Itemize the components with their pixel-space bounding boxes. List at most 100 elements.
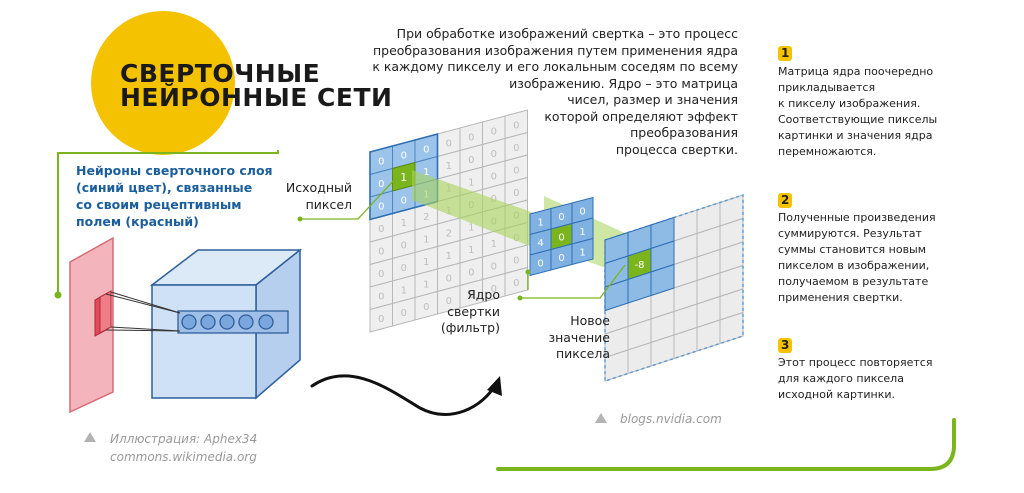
step-line: к пикселу изображения. <box>778 97 921 110</box>
step-line: перемножаются. <box>778 145 877 158</box>
source-grid-value: 1 <box>468 177 474 188</box>
source-grid-value: 0 <box>378 156 384 167</box>
source-grid-value: 2 <box>423 212 429 223</box>
source-grid-value: 0 <box>491 149 497 160</box>
step-number-badge: 1 <box>778 46 793 61</box>
kernel-label-line: Ядро <box>467 287 500 302</box>
kernel-value: 0 <box>558 212 564 223</box>
result-pixel-value: -8 <box>635 260 645 271</box>
source-grid-value: 0 <box>378 201 384 212</box>
source-grid-value: 0 <box>468 267 474 278</box>
new-value-label-line: пиксела <box>555 346 610 361</box>
intro-line: к каждому пикселу и его локальным соседя… <box>372 59 738 74</box>
source-grid-value: 0 <box>401 195 407 206</box>
kernel-cell <box>571 237 594 266</box>
source-grid-value: 0 <box>513 255 519 266</box>
source-grid-value: 0 <box>513 120 519 131</box>
source-grid-value: 0 <box>446 296 452 307</box>
source-grid-value: 1 <box>468 222 474 233</box>
result-grid-cell <box>719 311 744 345</box>
page-title-line-1: СВЕРТОЧНЫЕ <box>120 59 321 88</box>
step-line: получаемом в результате <box>778 275 929 288</box>
source-grid-value: 0 <box>378 246 384 257</box>
left-caption-line: Нейроны сверточного слоя <box>76 163 273 178</box>
source-grid-value: 1 <box>468 245 474 256</box>
intro-line: которой определяют эффект <box>544 108 738 124</box>
kernel-value: 0 <box>558 253 564 264</box>
neuron <box>200 314 216 330</box>
source-grid-value: 0 <box>378 314 384 325</box>
illustration-credit-source: commons.wikimedia.org <box>110 450 257 464</box>
illustration-credit: Иллюстрация: Aphex34 <box>110 432 258 446</box>
kernel-label-line: (фильтр) <box>440 320 500 335</box>
step-line: картинки и значения ядра <box>778 129 933 142</box>
neuron <box>238 314 254 330</box>
step-line: прикладывается <box>778 81 876 94</box>
left-caption-line: (синий цвет), связанные <box>76 180 253 195</box>
source-grid-value: 0 <box>401 263 407 274</box>
source-pixel-label-line: Исходный <box>285 180 352 195</box>
footer-rule <box>496 418 956 471</box>
intro-line: преобразования <box>630 125 738 140</box>
source-grid-value: 1 <box>423 257 429 268</box>
title-badge-circle <box>91 11 235 155</box>
neuron <box>258 314 274 330</box>
source-grid-value: 0 <box>446 273 452 284</box>
step-line: для каждого пиксела <box>778 372 904 385</box>
kernel-value: 4 <box>537 238 543 249</box>
curved-arrow-head <box>487 376 502 396</box>
source-grid-value: 1 <box>423 279 429 290</box>
kernel-value: 1 <box>537 218 543 229</box>
step-number-badge: 2 <box>778 193 793 208</box>
step-number-badge: 3 <box>778 338 793 353</box>
source-grid-value: 0 <box>491 171 497 182</box>
source-grid-value: 0 <box>468 290 474 301</box>
source-grid-value: 0 <box>491 126 497 137</box>
intro-line: преобразования изображения путем примене… <box>372 42 738 58</box>
neuron-volume-front <box>151 284 257 399</box>
kernel-value: 0 <box>579 207 585 218</box>
step-line: применения свертки. <box>778 291 903 304</box>
source-grid-value: 0 <box>423 144 429 155</box>
source-grid-value: 0 <box>378 179 384 190</box>
intro-line: При обработке изображений свертка – это … <box>396 26 738 41</box>
source-pixel-callout-dot <box>297 216 303 222</box>
caption-bracket-dot <box>54 291 62 299</box>
receptive-connections <box>105 291 181 332</box>
kernel-label-line: свертки <box>447 303 500 319</box>
kernel-value: 1 <box>579 227 585 238</box>
triangle-icon <box>595 413 607 423</box>
step-line: Соответствующие пикселы <box>778 113 938 126</box>
source-grid-value: 0 <box>401 308 407 319</box>
source-grid-value: 1 <box>446 251 452 262</box>
source-grid-value: 0 <box>513 165 519 176</box>
caption-bracket <box>57 150 279 295</box>
source-grid-value: 0 <box>446 138 452 149</box>
source-grid-value: 1 <box>401 285 407 296</box>
source-grid-value: 0 <box>378 224 384 235</box>
source-grid-value: 0 <box>513 278 519 289</box>
step-line: пикселом в изображении, <box>778 259 930 272</box>
source-grid-value: 0 <box>401 240 407 251</box>
step-line: суммы становится новым <box>778 243 927 256</box>
neurons <box>181 314 274 330</box>
page-title-line-2: НЕЙРОННЫЕ СЕТИ <box>120 83 393 112</box>
source-grid-value: 0 <box>401 150 407 161</box>
source-grid-value: 0 <box>513 143 519 154</box>
step-line: Этот процесс повторяется <box>778 356 933 369</box>
result-grid-outline <box>604 193 744 383</box>
source-grid-value: 1 <box>491 239 497 250</box>
source-grid-value: 0 <box>491 261 497 272</box>
new-value-callout-dot <box>517 295 523 301</box>
step-line: суммируются. Результат <box>778 227 922 240</box>
source-credit: blogs.nvidia.com <box>620 412 722 426</box>
triangle-icon <box>84 432 96 442</box>
neuron <box>181 314 197 330</box>
source-grid-value: 1 <box>423 167 429 178</box>
step-line: исходной картинки. <box>778 388 896 401</box>
source-grid-value: 1 <box>446 161 452 172</box>
source-pixel-callout <box>300 177 397 220</box>
kernel-value: 1 <box>579 248 585 259</box>
kernel-value: 0 <box>537 259 543 270</box>
